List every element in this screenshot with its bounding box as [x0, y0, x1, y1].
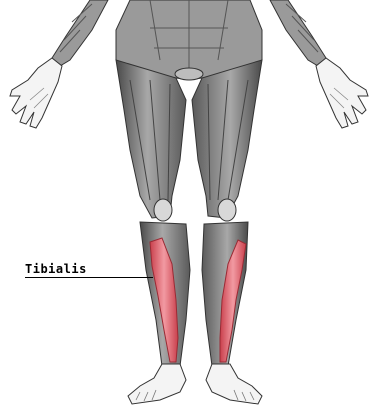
left-hand [10, 58, 62, 128]
left-foot [128, 364, 186, 404]
right-kneecap [218, 199, 236, 221]
right-hand [316, 58, 368, 128]
left-arm [52, 0, 108, 66]
tibialis-label: Tibialis [25, 262, 87, 276]
right-thigh [192, 60, 262, 218]
left-kneecap [154, 199, 172, 221]
tibialis-leader-line [25, 277, 153, 278]
right-foot [206, 364, 262, 404]
right-arm [270, 0, 326, 66]
left-thigh [116, 60, 186, 218]
